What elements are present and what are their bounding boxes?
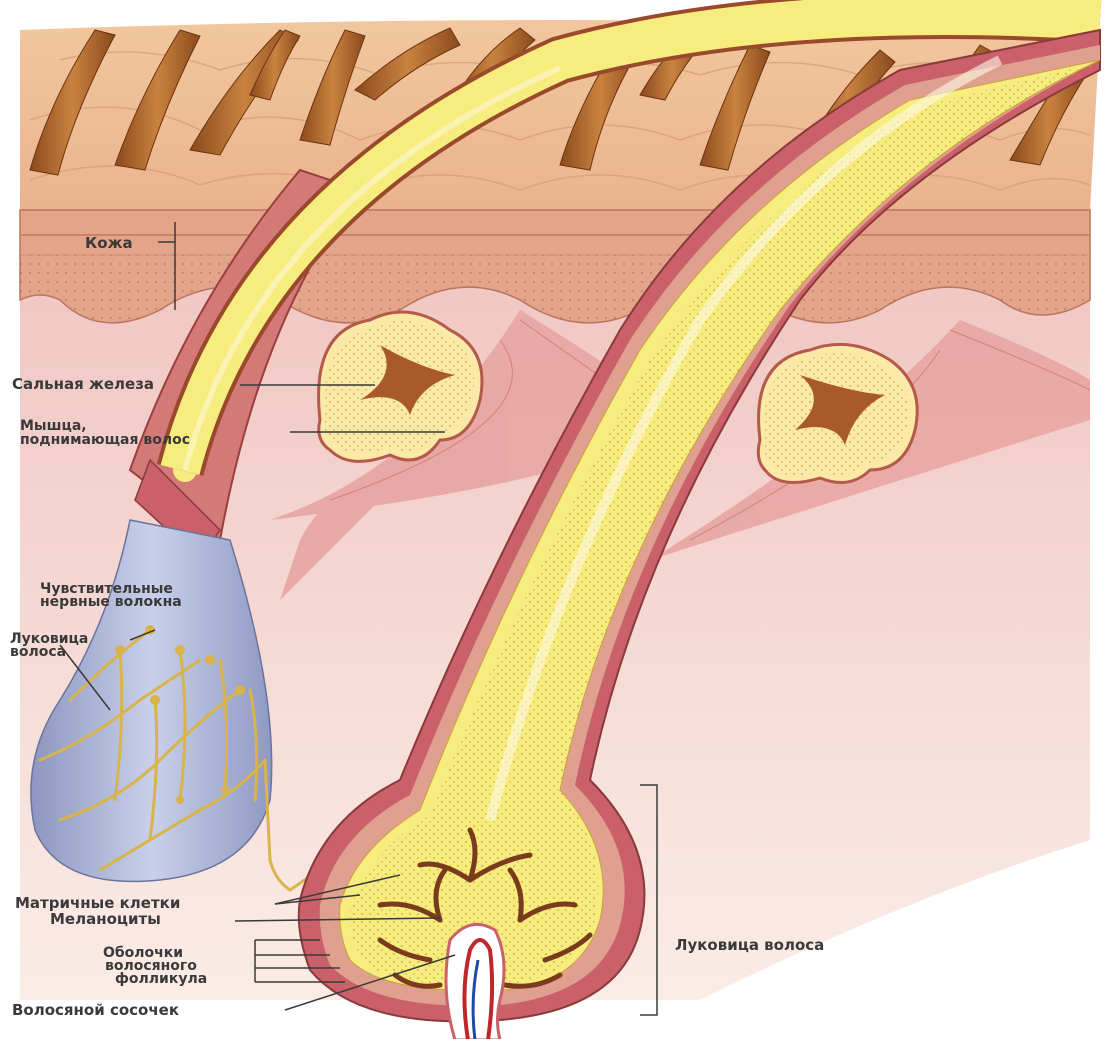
label-sheaths-line3: фолликула xyxy=(115,973,207,986)
label-nerve-line2: нервные волокна xyxy=(40,596,182,609)
sebaceous-gland-right xyxy=(758,344,917,482)
label-matrix-cells: Матричные клетки xyxy=(15,896,180,911)
label-melanocytes: Меланоциты xyxy=(50,912,161,927)
label-bulb-small-line2: волоса xyxy=(10,646,66,659)
label-papilla: Волосяной сосочек xyxy=(12,1003,179,1018)
label-skin: Кожа xyxy=(85,236,133,251)
label-bulb-large: Луковица волоса xyxy=(675,938,824,953)
dermal-papilla xyxy=(446,924,504,1039)
label-muscle-line2: поднимающая волос xyxy=(20,434,190,447)
label-sebaceous-gland: Сальная железа xyxy=(12,377,154,392)
